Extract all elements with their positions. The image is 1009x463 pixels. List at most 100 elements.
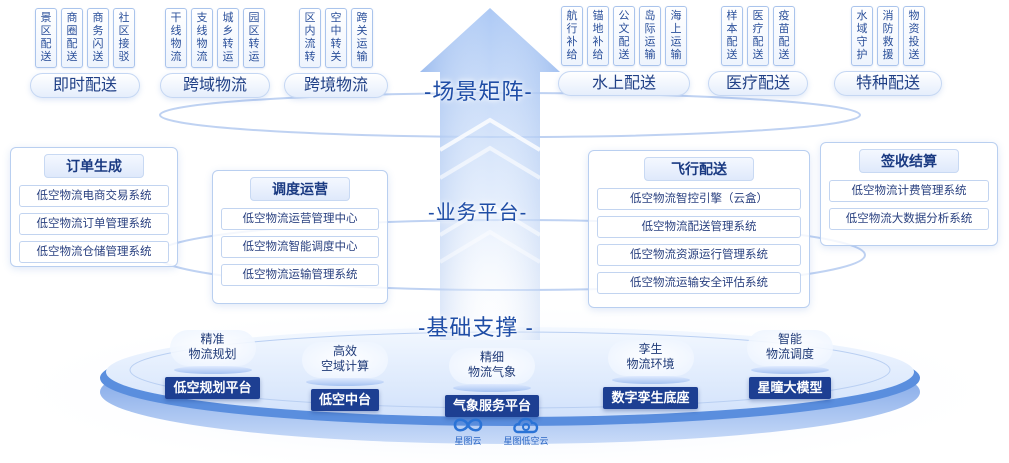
desc-line: 精细	[479, 350, 504, 364]
scene-tile: 园区转运	[243, 8, 265, 68]
scene-tile: 城乡转运	[217, 8, 239, 68]
scene-category-special: 水域守护 消防救援 物资投送 特种配送	[834, 6, 942, 96]
business-layer-title: -业务平台-	[428, 202, 528, 224]
foundation-node-midplatform: 高效 空域计算 低空中台	[290, 342, 400, 411]
foundation-node-plate	[173, 366, 252, 374]
scene-tiles: 航行补给 锚地补给 公文配送 岛际运输 海上运输	[558, 6, 690, 66]
scene-tile: 区内流转	[299, 8, 321, 68]
foundation-node-desc: 精细 物流气象	[449, 348, 535, 384]
foundation-node-desc: 孪生 物流环境	[607, 340, 694, 376]
scene-tiles: 水域守护 消防救援 物资投送	[834, 6, 942, 66]
scene-tile: 社区接驳	[113, 8, 135, 68]
foundation-node-desc: 精准 物流规划	[169, 330, 256, 366]
foundation-node-plate	[453, 384, 531, 392]
desc-line: 孪生	[638, 342, 663, 356]
panel-title: 飞行配送	[644, 157, 754, 181]
scene-tile: 空中转关	[325, 8, 347, 68]
foundation-node-desc: 智能 物流调度	[747, 330, 833, 366]
scene-tile: 水域守护	[851, 6, 873, 66]
foundation-node-plate	[306, 378, 384, 386]
scene-category-label: 跨境物流	[284, 73, 388, 98]
panel-dispatch-operations: 调度运营 低空物流运营管理中心 低空物流智能调度中心 低空物流运输管理系统	[212, 170, 388, 304]
scene-tile: 商务闪送	[87, 8, 109, 68]
infinity-logo-icon	[453, 418, 483, 432]
scene-tile: 航行补给	[561, 6, 583, 66]
scene-tiles: 区内流转 空中转关 跨关运输	[284, 8, 388, 68]
scene-category-label: 水上配送	[558, 71, 690, 96]
scene-category-instant: 景区配送 商圈配送 商务闪送 社区接驳 即时配送	[30, 8, 140, 98]
panel-flight-delivery: 飞行配送 低空物流智控引擎（云盒） 低空物流配送管理系统 低空物流资源运行管理系…	[588, 150, 810, 308]
panel-item: 低空物流运输安全评估系统	[597, 272, 801, 294]
desc-line: 空域计算	[320, 359, 369, 373]
scene-tile: 样本配送	[721, 6, 743, 66]
scene-tile: 商圈配送	[61, 8, 83, 68]
cloud-logo-icon	[513, 417, 539, 434]
scene-tile: 支线物流	[191, 8, 213, 68]
foundation-node-label: 星曈大模型	[749, 377, 831, 399]
panel-item: 低空物流资源运行管理系统	[597, 244, 801, 266]
panel-item: 低空物流运营管理中心	[221, 208, 379, 230]
desc-line: 物流调度	[765, 347, 814, 361]
foundation-node-label: 低空规划平台	[165, 377, 260, 399]
desc-line: 高效	[332, 344, 357, 358]
scene-category-medical: 样本配送 医疗配送 疫苗配送 医疗配送	[708, 6, 808, 96]
desc-line: 智能	[777, 332, 802, 346]
scene-tile: 疫苗配送	[773, 6, 795, 66]
scene-category-label: 医疗配送	[708, 71, 808, 96]
scene-tiles: 样本配送 医疗配送 疫苗配送	[708, 6, 808, 66]
panel-order-generation: 订单生成 低空物流电商交易系统 低空物流订单管理系统 低空物流仓储管理系统	[10, 147, 178, 267]
panel-item: 低空物流配送管理系统	[597, 216, 801, 238]
desc-line: 物流规划	[188, 347, 237, 361]
panel-item: 低空物流仓储管理系统	[19, 241, 169, 263]
foundation-node-label: 气象服务平台	[444, 395, 539, 417]
panel-receipt-settlement: 签收结算 低空物流计费管理系统 低空物流大数据分析系统	[820, 142, 998, 246]
scene-category-crossborder: 区内流转 空中转关 跨关运输 跨境物流	[284, 8, 388, 98]
scene-tile: 景区配送	[35, 8, 57, 68]
scene-layer-title: -场景矩阵-	[424, 79, 533, 104]
scene-category-label: 特种配送	[834, 71, 942, 96]
panel-item: 低空物流大数据分析系统	[829, 208, 989, 230]
scene-category-label: 跨域物流	[160, 73, 270, 98]
panel-title: 签收结算	[859, 149, 959, 173]
scene-category-water: 航行补给 锚地补给 公文配送 岛际运输 海上运输 水上配送	[558, 6, 690, 96]
scene-category-crossregion: 干线物流 支线物流 城乡转运 园区转运 跨域物流	[160, 8, 270, 98]
scene-tile: 物资投送	[903, 6, 925, 66]
foundation-node-label: 低空中台	[310, 389, 379, 411]
panel-item: 低空物流智能调度中心	[221, 236, 379, 258]
scene-tile: 海上运输	[665, 6, 687, 66]
foundation-node-weather: 精细 物流气象 气象服务平台	[432, 348, 552, 417]
logo-xingtuyun: 星图云	[448, 414, 488, 447]
foundation-node-label: 数字孪生底座	[603, 387, 698, 409]
desc-line: 物流环境	[626, 357, 675, 371]
logo-text: 星图低空云	[503, 436, 549, 446]
scene-tile: 消防救援	[877, 6, 899, 66]
scene-tiles: 景区配送 商圈配送 商务闪送 社区接驳	[30, 8, 140, 68]
foundation-node-planning: 精准 物流规划 低空规划平台	[150, 330, 275, 399]
logo-text: 星图云	[454, 436, 482, 446]
foundation-node-model: 智能 物流调度 星曈大模型	[730, 330, 850, 399]
foundation-node-plate	[751, 366, 829, 374]
scene-tile: 锚地补给	[587, 6, 609, 66]
scene-tile: 公文配送	[613, 6, 635, 66]
panel-item: 低空物流运输管理系统	[221, 264, 379, 286]
panel-item: 低空物流电商交易系统	[19, 185, 169, 207]
scene-tile: 岛际运输	[639, 6, 661, 66]
logo-xingtu-lowaltitude-cloud: 星图低空云	[498, 414, 554, 447]
desc-line: 精准	[200, 332, 225, 346]
panel-title: 订单生成	[44, 154, 144, 178]
panel-title: 调度运营	[250, 177, 350, 201]
scene-tile: 医疗配送	[747, 6, 769, 66]
foundation-node-digitaltwin: 孪生 物流环境 数字孪生底座	[588, 340, 713, 409]
foundation-node-desc: 高效 空域计算	[302, 342, 388, 378]
scene-tile: 跨关运输	[351, 8, 373, 68]
scene-category-label: 即时配送	[30, 73, 140, 98]
panel-item: 低空物流订单管理系统	[19, 213, 169, 235]
scene-tiles: 干线物流 支线物流 城乡转运 园区转运	[160, 8, 270, 68]
desc-line: 物流气象	[467, 365, 516, 379]
foundation-node-plate	[611, 376, 690, 384]
foundation-layer-title: -基础支撑 -	[418, 315, 534, 340]
panel-item: 低空物流智控引擎（云盒）	[597, 188, 801, 210]
panel-item: 低空物流计费管理系统	[829, 180, 989, 202]
scene-tile: 干线物流	[165, 8, 187, 68]
